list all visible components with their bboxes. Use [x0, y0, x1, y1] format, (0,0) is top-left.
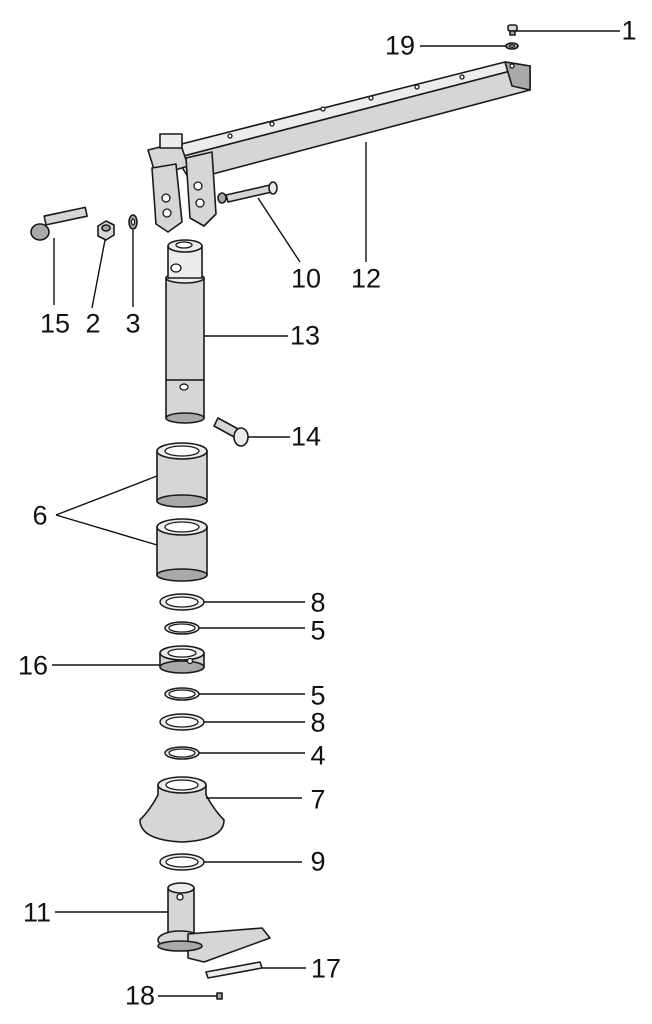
- part-3-washer: [128, 214, 138, 230]
- callout-1: 1: [621, 15, 637, 46]
- callout-8-upper: 8: [310, 587, 326, 618]
- callout-15: 15: [39, 308, 71, 339]
- part-6-bushing-lower: [156, 518, 208, 582]
- part-7-cone: [139, 776, 225, 843]
- part-18-screw: [216, 992, 223, 1000]
- callout-16: 16: [17, 650, 49, 681]
- part-8-ring-upper: [159, 593, 205, 611]
- callout-2: 2: [85, 308, 101, 339]
- leader-6b: [55, 514, 158, 546]
- part-15-bolt: [30, 206, 88, 241]
- part-12-arm: [147, 61, 531, 233]
- callout-3: 3: [125, 308, 141, 339]
- callout-12: 12: [350, 263, 382, 294]
- callout-13: 13: [289, 320, 321, 351]
- callout-4: 4: [310, 740, 326, 771]
- part-16-collar: [159, 645, 205, 674]
- callout-11: 11: [22, 897, 52, 928]
- part-1-screw: [507, 24, 518, 36]
- callout-10: 10: [290, 263, 322, 294]
- leader-2: [91, 239, 106, 309]
- part-4-circlip: [164, 746, 200, 760]
- callout-7: 7: [310, 784, 326, 815]
- part-10-pin: [217, 181, 278, 204]
- part-19-washer: [505, 42, 519, 50]
- leader-6a: [55, 475, 158, 516]
- callout-14: 14: [290, 421, 322, 452]
- callout-9: 9: [310, 846, 326, 877]
- callout-8-lower: 8: [310, 707, 326, 738]
- callout-6: 6: [32, 500, 48, 531]
- part-11-bracket: [157, 882, 271, 963]
- leader-lines: [52, 30, 620, 997]
- part-9-ring: [159, 853, 205, 871]
- callout-19: 19: [384, 30, 416, 61]
- callout-5-upper: 5: [310, 615, 326, 646]
- leader-10: [257, 197, 301, 263]
- part-13-shaft: [165, 239, 205, 424]
- callout-5-lower: 5: [310, 680, 326, 711]
- part-2-nut: [97, 220, 115, 241]
- part-8-ring-lower: [159, 713, 205, 731]
- part-5-circlip-lower: [164, 687, 200, 701]
- part-5-circlip-upper: [164, 621, 200, 635]
- part-14-pin: [213, 417, 249, 447]
- part-17-blade: [205, 961, 263, 979]
- callout-17: 17: [310, 953, 342, 984]
- callout-18: 18: [124, 980, 156, 1011]
- part-6-bushing-upper: [156, 442, 208, 508]
